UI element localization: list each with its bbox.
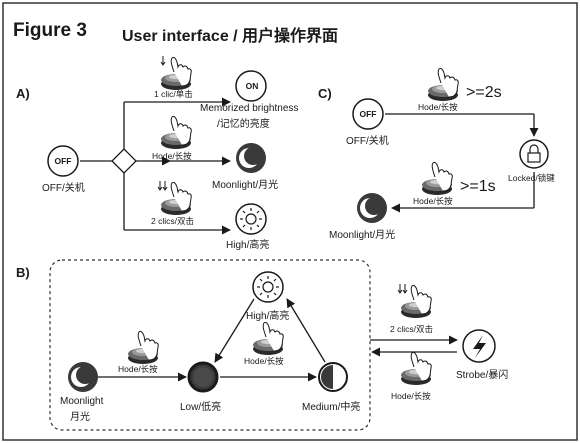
section-b-moonlight-label-cn: 月光 xyxy=(70,412,90,423)
section-a-on-button xyxy=(235,70,267,102)
section-b-hold-strobe-label: Hode/长按 xyxy=(391,391,431,401)
section-b-medium-label: Medium/中亮 xyxy=(302,402,361,413)
section-a-memorized-label-cn: /记忆的亮度 xyxy=(217,119,270,130)
section-a-click-button-icon xyxy=(160,56,192,90)
section-b-moon-icon xyxy=(68,362,98,392)
section-b-strobe-label: Strobe/暴闪 xyxy=(456,370,509,381)
section-c-hold-top-label: Hode/长按 xyxy=(418,102,458,112)
section-a-memorized-label: Memorized brightness xyxy=(200,103,299,114)
figure-number: Figure 3 xyxy=(13,20,87,41)
section-a-double-label: 2 clics/双击 xyxy=(151,216,194,226)
section-a-double-button-icon xyxy=(157,181,192,215)
section-a-hold-label: Hode/长按 xyxy=(152,151,192,161)
section-b-medium-icon xyxy=(318,362,348,392)
section-b-high-label: High/高亮 xyxy=(246,311,290,322)
section-a-label: A) xyxy=(16,86,30,101)
section-b-double-label: 2 clics/双击 xyxy=(390,324,433,334)
section-c-hold-bottom-duration: >=1s xyxy=(460,178,496,195)
section-b-lightning-icon xyxy=(462,329,496,363)
section-a-moon-icon xyxy=(236,143,266,173)
section-a-off-label: OFF/关机 xyxy=(42,183,85,194)
section-b-low-label: Low/低亮 xyxy=(180,402,222,413)
section-c-lock-icon xyxy=(519,139,549,169)
section-c-moonlight-label: Moonlight/月光 xyxy=(329,230,396,241)
section-b-hold-mid-label: Hode/长按 xyxy=(244,356,284,366)
section-b-double-button-icon xyxy=(397,284,432,318)
section-b-sun-icon xyxy=(252,271,284,303)
section-c-locked-label: Locked/锁键 xyxy=(508,173,555,183)
section-a-click-label: 1 clic/单击 xyxy=(154,89,193,99)
section-a-off-button xyxy=(47,145,79,177)
section-b-connectors xyxy=(98,298,458,382)
section-c-hold-top-duration: >=2s xyxy=(466,84,502,101)
section-b-hold-label: Hode/长按 xyxy=(118,364,158,374)
section-b-low-inner xyxy=(193,367,213,387)
section-c-off-text: OFF xyxy=(359,109,377,119)
decision-diamond xyxy=(111,148,137,174)
figure-title: User interface / 用户操作界面 xyxy=(122,28,339,45)
section-a-on-text: ON xyxy=(245,81,259,91)
section-a-moonlight-label: Moonlight/月光 xyxy=(212,180,279,191)
section-c-label: C) xyxy=(318,86,332,101)
section-a-off-text: OFF xyxy=(54,156,72,166)
section-c-hold-bottom-label: Hode/长按 xyxy=(413,196,453,206)
section-b-label: B) xyxy=(16,265,30,280)
section-a-high-label: High/高亮 xyxy=(226,240,270,251)
section-c-off-label: OFF/关机 xyxy=(346,136,389,147)
section-c-off-button xyxy=(352,98,384,130)
section-c-connectors xyxy=(385,113,539,213)
section-a-sun-icon xyxy=(235,203,267,235)
section-b-moonlight-label: Moonlight xyxy=(60,396,104,407)
section-c-moon-icon xyxy=(357,193,387,223)
section-a-connectors xyxy=(80,97,231,235)
